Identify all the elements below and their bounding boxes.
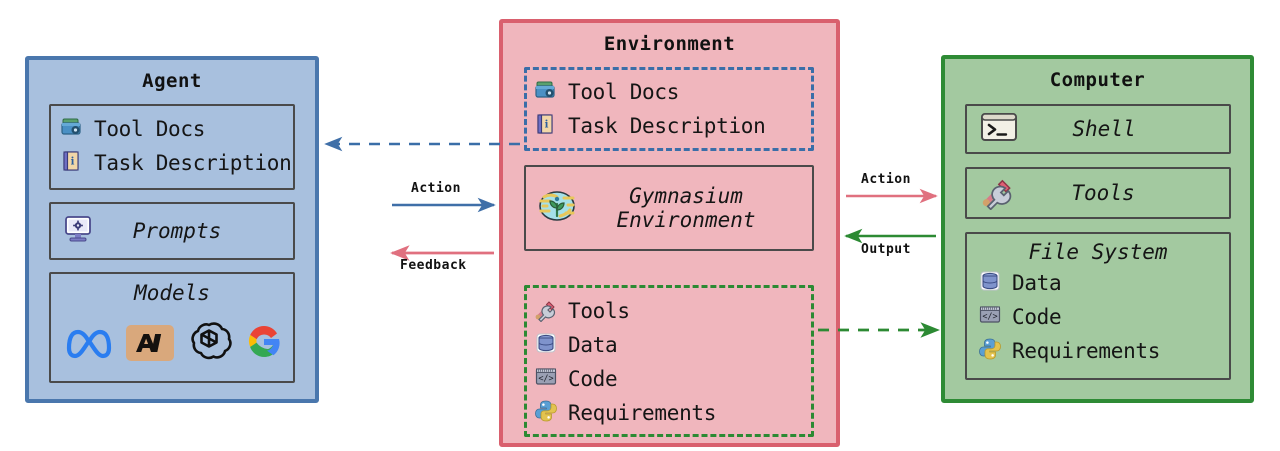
computer-panel: Computer Shell Tools File System — [941, 55, 1254, 403]
agent-docs-box: Tool Docs i Task Description — [49, 104, 295, 190]
environment-gym-label-line2: Environment — [616, 208, 756, 232]
environment-docs-row-tool-docs: Tool Docs — [533, 75, 811, 109]
svg-text:i: i — [545, 120, 549, 131]
blue-book-icon: i — [533, 111, 559, 141]
earth-plant-icon — [536, 185, 578, 231]
environment-resources-row-data: Data — [533, 328, 811, 362]
environment-docs-row-task-description: i Task Description — [533, 109, 811, 143]
computer-shell-box: Shell — [965, 104, 1231, 154]
computer-filesystem-label-requirements: Requirements — [1012, 339, 1161, 363]
environment-resources-label-tools: Tools — [568, 299, 630, 323]
agent-prompts-box: Prompts — [49, 202, 295, 260]
agent-docs-row-tool-docs: Tool Docs — [59, 112, 293, 146]
svg-text:</>: </> — [538, 374, 553, 384]
agent-prompts-label: Prompts — [132, 219, 222, 243]
code-icon: </> — [533, 364, 559, 394]
environment-gym-box: Gymnasium Environment — [524, 165, 814, 251]
meta-logo — [63, 321, 115, 365]
computer-filesystem-box: File System Data </> — [965, 232, 1231, 380]
computer-filesystem-row-code: </> Code — [977, 300, 1229, 334]
anthropic-logo — [126, 325, 175, 361]
environment-gym-label: Gymnasium Environment — [578, 184, 794, 232]
environment-panel-title: Environment — [603, 33, 736, 55]
python-icon — [533, 398, 559, 428]
agent-panel-title: Agent — [142, 70, 202, 92]
hammer-and-wrench-icon — [533, 296, 559, 326]
computer-filesystem-label-data: Data — [1012, 271, 1062, 295]
environment-resources-label-code: Code — [568, 367, 618, 391]
environment-resources-row-tools: Tools — [533, 294, 811, 328]
computer-shell-label: Shell — [1072, 117, 1136, 141]
arrow-label-feedback: Feedback — [400, 258, 467, 273]
openai-logo — [186, 319, 232, 367]
agent-panel: Agent Tool Docs i — [25, 56, 319, 403]
agent-models-logo-strip — [63, 316, 285, 370]
agent-docs-label-tool-docs: Tool Docs — [94, 117, 206, 141]
agent-docs-label-task-description: Task Description — [94, 151, 292, 175]
python-icon — [977, 336, 1003, 366]
computer-panel-title: Computer — [1049, 69, 1146, 91]
computer-filesystem-label-code: Code — [1012, 305, 1062, 329]
database-icon — [977, 268, 1003, 298]
environment-resources-row-code: </> Code — [533, 362, 811, 396]
environment-docs-label-tool-docs: Tool Docs — [568, 80, 680, 104]
computer-tools-label: Tools — [1071, 181, 1135, 205]
computer-tools-box: Tools — [965, 167, 1231, 219]
desktop-computer-icon — [61, 212, 95, 250]
arrow-label-output: Output — [861, 242, 911, 257]
database-icon — [533, 330, 559, 360]
environment-resources-label-requirements: Requirements — [568, 401, 717, 425]
environment-panel: Environment Tool Docs i — [499, 19, 840, 447]
environment-docs-box: Tool Docs i Task Description — [524, 67, 814, 151]
environment-resources-label-data: Data — [568, 333, 618, 357]
agent-models-heading: Models — [134, 281, 210, 305]
arrow-label-action-env-computer: Action — [861, 172, 911, 187]
computer-filesystem-row-requirements: Requirements — [977, 334, 1229, 368]
environment-docs-label-task-description: Task Description — [568, 114, 766, 138]
agent-docs-row-task-description: i Task Description — [59, 146, 293, 180]
environment-resources-box: Tools Data </> — [524, 285, 814, 437]
code-icon: </> — [977, 302, 1003, 332]
agent-models-box: Models — [49, 272, 295, 383]
computer-filesystem-row-data: Data — [977, 266, 1229, 300]
computer-filesystem-heading: File System — [1028, 240, 1168, 264]
arrow-label-action-agent-env: Action — [411, 181, 461, 196]
environment-resources-row-requirements: Requirements — [533, 396, 811, 430]
svg-text:</>: </> — [982, 312, 997, 322]
google-logo — [243, 320, 285, 366]
svg-text:i: i — [71, 157, 75, 168]
card-file-box-icon — [59, 114, 85, 144]
card-file-box-icon — [533, 77, 559, 107]
terminal-icon — [979, 111, 1019, 147]
hammer-and-wrench-icon — [979, 172, 1017, 214]
environment-gym-label-line1: Gymnasium — [629, 184, 743, 208]
blue-book-icon: i — [59, 148, 85, 178]
